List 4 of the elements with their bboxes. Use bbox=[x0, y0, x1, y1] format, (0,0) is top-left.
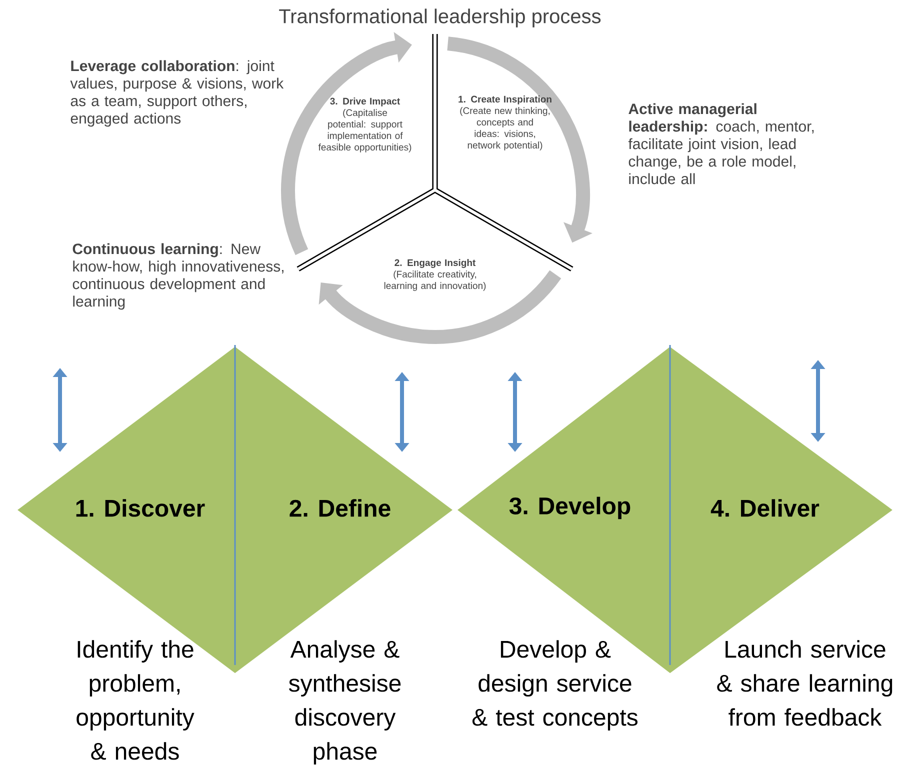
note-text: Active managerial leadership: coach, mentor, facilitate joint vision, lead change, be a role model, include all bbox=[628, 103, 814, 184]
title: Transformational leadership process bbox=[279, 8, 601, 28]
note-text: Continuous learning: New know-how, high innovativeness, continuous development and learning bbox=[72, 243, 284, 310]
note-text: Leverage collaboration: joint values, purpose & visions, work as a team, support others, engaged actions bbox=[70, 60, 284, 127]
